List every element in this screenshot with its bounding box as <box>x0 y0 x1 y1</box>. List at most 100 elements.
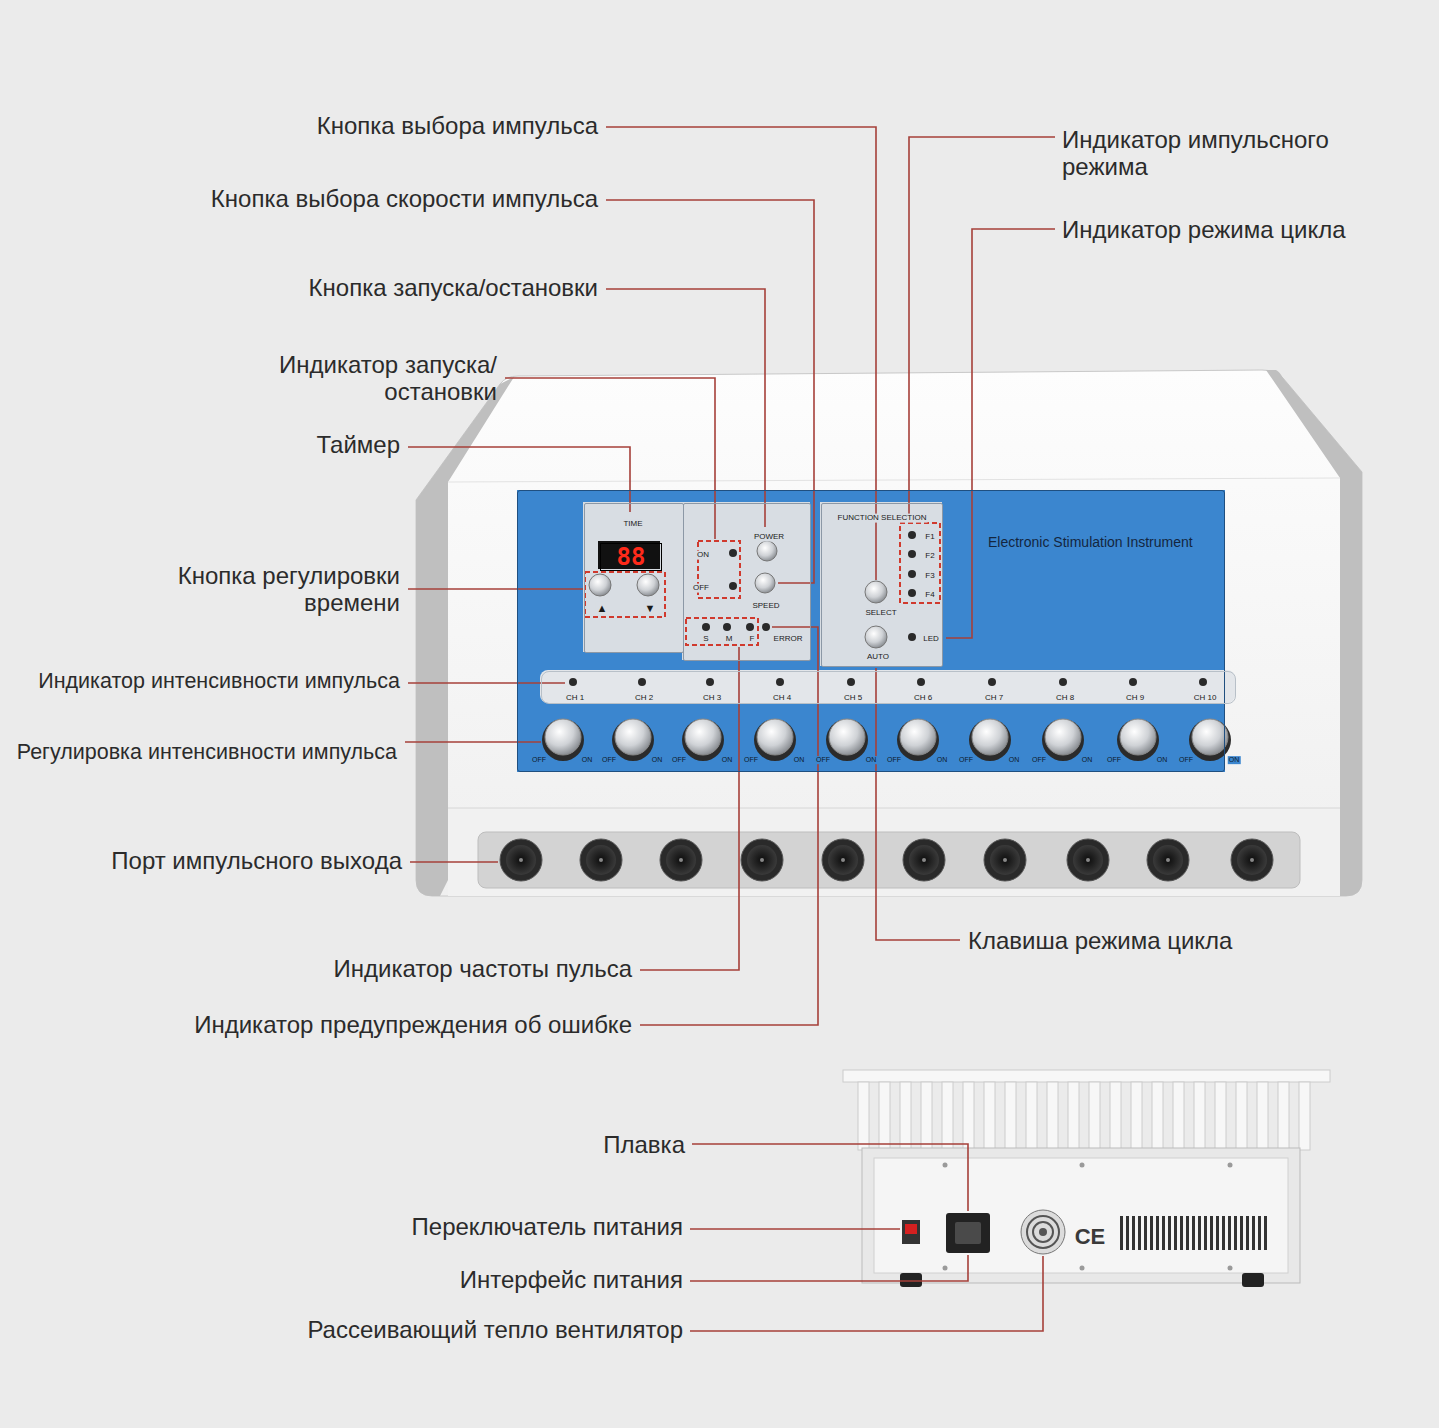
knob-scale-label: OFF <box>531 756 547 764</box>
channel-dot <box>917 678 925 686</box>
body-edge <box>448 478 1340 482</box>
port-hole <box>1153 845 1183 875</box>
leader-line <box>876 668 960 940</box>
leader-line <box>606 127 876 580</box>
port-ring <box>660 839 702 881</box>
callout-label: Кнопка регулировки времени <box>83 562 400 616</box>
callout-label: Рассеивающий тепло вентилятор <box>307 1316 683 1343</box>
button <box>757 541 777 561</box>
knob-base <box>1042 719 1084 761</box>
panel-label: AUTO <box>866 653 890 662</box>
grille-tooth <box>1299 1082 1310 1150</box>
vent-slot <box>1240 1216 1243 1250</box>
knob-scale-label: ON <box>1081 756 1094 764</box>
knob-cap <box>1120 719 1156 755</box>
fan <box>1027 1216 1059 1248</box>
knob-scale-label: ON <box>1228 756 1241 764</box>
channel-dot <box>776 678 784 686</box>
vent-slot <box>1180 1216 1183 1250</box>
channel-dot <box>569 678 577 686</box>
port-pin <box>1086 858 1090 862</box>
vent-slot <box>1246 1216 1249 1250</box>
grille-tooth <box>1131 1082 1142 1150</box>
panel-label: ERROR <box>773 635 804 644</box>
knob-scale-label: OFF <box>1106 756 1122 764</box>
port-hole <box>990 845 1020 875</box>
grille-tooth <box>1068 1082 1079 1150</box>
port-ring <box>1147 839 1189 881</box>
knob-cap <box>900 719 936 755</box>
callout-label: Интерфейс питания <box>460 1266 683 1293</box>
vent-slot <box>1228 1216 1231 1250</box>
port-pin <box>922 858 926 862</box>
port-hole <box>747 845 777 875</box>
intensity-knob <box>969 719 1011 761</box>
button <box>755 573 775 593</box>
callout-label: Кнопка выбора скорости импульса <box>211 185 598 212</box>
output-port <box>500 839 542 881</box>
leader-line <box>640 647 739 970</box>
port-ring <box>741 839 783 881</box>
panel-label: ▼ <box>644 602 657 614</box>
channel-dot <box>847 678 855 686</box>
panel-label: SPEED <box>751 602 780 611</box>
power-socket <box>955 1222 981 1244</box>
panel-label: F3 <box>924 572 935 581</box>
grille-tooth <box>1215 1082 1226 1150</box>
ce-mark: CE <box>1075 1225 1106 1249</box>
channel-dot <box>1059 678 1067 686</box>
panel-label: CH 9 <box>1125 694 1145 703</box>
rear-grille-bar <box>843 1070 1330 1082</box>
port-pin <box>760 858 764 862</box>
callout-label: Порт импульсного выхода <box>111 847 402 874</box>
grille-tooth <box>1236 1082 1247 1150</box>
panel-label: OFF <box>692 584 710 593</box>
grille-tooth <box>1026 1082 1037 1150</box>
power-panel: ONOFFPOWERSPEEDSMFERROR <box>683 503 811 661</box>
leader-line <box>408 588 583 590</box>
knob-scale-label: OFF <box>958 756 974 764</box>
vent-slot <box>1144 1216 1147 1250</box>
vent-slot <box>1120 1216 1123 1250</box>
leader-line <box>946 229 1055 638</box>
panel-title: Electronic Stimulation Instrument <box>988 535 1193 550</box>
vent-slot <box>1150 1216 1153 1250</box>
grille-tooth <box>1152 1082 1163 1150</box>
channel-dot <box>1199 678 1207 686</box>
callout-label: Индикатор интенсивности импульса <box>3 668 400 695</box>
vent-slot <box>1186 1216 1189 1250</box>
panel-label: CH 6 <box>913 694 933 703</box>
port-pin <box>519 858 523 862</box>
knob-scale-label: ON <box>721 756 734 764</box>
port-ring <box>580 839 622 881</box>
grille-tooth <box>900 1082 911 1150</box>
grille-tooth <box>1047 1082 1058 1150</box>
timer-display: 88 <box>600 543 662 571</box>
digital-readout: 88 <box>617 544 646 570</box>
port-row <box>500 839 1273 881</box>
leader-line <box>690 1255 968 1281</box>
knob-scale-label: OFF <box>1178 756 1194 764</box>
port-hole <box>1237 845 1267 875</box>
output-port <box>1231 839 1273 881</box>
callout-label: Переключатель питания <box>412 1213 683 1240</box>
grille-tooth <box>1173 1082 1184 1150</box>
panel-label: CH 4 <box>772 694 792 703</box>
panel-label: TIME <box>622 520 643 529</box>
grille-tooth <box>1110 1082 1121 1150</box>
panel-label: CH 8 <box>1055 694 1075 703</box>
port-ring <box>500 839 542 881</box>
port-pin <box>1250 858 1254 862</box>
knob-scale-label: ON <box>1156 756 1169 764</box>
callout-label: Таймер <box>316 431 400 458</box>
vent-slot <box>1204 1216 1207 1250</box>
port-pin <box>1003 858 1007 862</box>
intensity-knob <box>1117 719 1159 761</box>
panel-label: F <box>749 635 756 644</box>
intensity-knob <box>542 719 584 761</box>
vent-slot <box>1132 1216 1135 1250</box>
grille-tooth <box>921 1082 932 1150</box>
vent-slot <box>1252 1216 1255 1250</box>
grille-tooth <box>858 1082 869 1150</box>
knob-base <box>969 719 1011 761</box>
